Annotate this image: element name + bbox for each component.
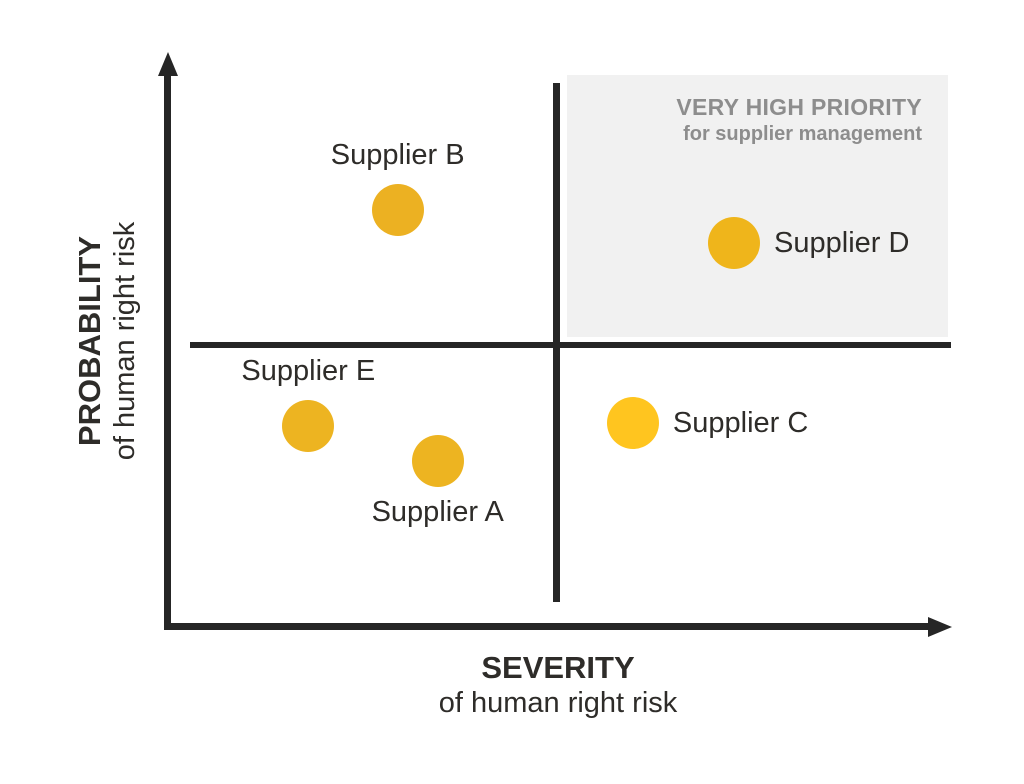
y-axis-title: PROBABILITY xyxy=(72,235,107,447)
x-axis-label: SEVERITY of human right risk xyxy=(439,650,678,720)
x-axis-subtitle: of human right risk xyxy=(438,687,678,719)
data-point-supplier-b xyxy=(371,184,424,236)
y-axis-subtitle: of human right risk xyxy=(109,221,141,461)
priority-zone-title: VERY HIGH PRIORITY xyxy=(676,94,922,120)
data-point-label-supplier-b: Supplier B xyxy=(330,139,465,171)
horizontal-divider-line xyxy=(190,342,951,348)
data-point-label-supplier-d: Supplier D xyxy=(774,227,910,260)
y-axis-line xyxy=(164,70,171,630)
data-point-supplier-a xyxy=(411,434,464,487)
y-axis-arrowhead-icon xyxy=(158,52,178,76)
data-point-supplier-e xyxy=(282,400,335,453)
x-axis-title: SEVERITY xyxy=(481,650,635,685)
priority-zone: VERY HIGH PRIORITY for supplier manageme… xyxy=(567,75,948,337)
data-point-supplier-c xyxy=(606,396,659,449)
x-axis-line xyxy=(164,623,930,630)
data-point-label-supplier-c: Supplier C xyxy=(672,406,809,439)
x-axis-arrowhead-icon xyxy=(928,617,952,637)
data-point-label-supplier-a: Supplier A xyxy=(371,495,504,528)
data-point-supplier-d xyxy=(708,217,761,270)
y-axis-label: PROBABILITY of human right risk xyxy=(72,222,142,461)
priority-zone-subtitle: for supplier management xyxy=(683,123,922,145)
data-point-label-supplier-e: Supplier E xyxy=(241,355,376,388)
